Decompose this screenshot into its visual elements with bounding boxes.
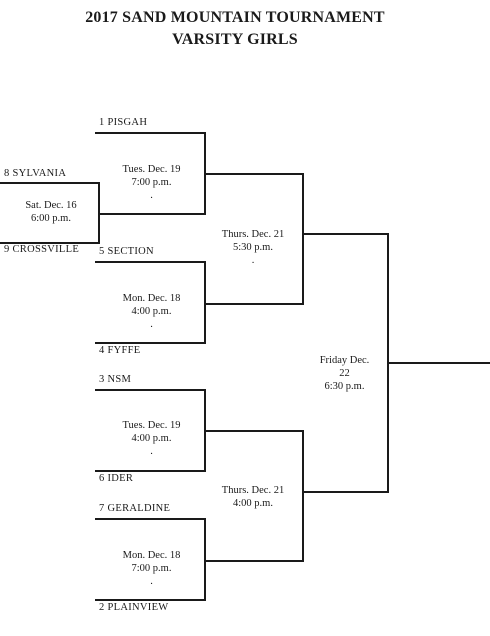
slot-line-section <box>95 261 205 263</box>
game-time: 4:00 p.m. <box>233 498 273 509</box>
game-note: . <box>150 190 153 201</box>
game-info-qf1: Tues. Dec. 19 7:00 p.m. . <box>99 163 204 202</box>
sf2-connector <box>302 430 304 562</box>
team-label-ider: 6 IDER <box>99 473 134 484</box>
play-in-connector <box>98 182 100 244</box>
sf1-connector <box>302 173 304 305</box>
slot-line-geraldine <box>95 518 205 520</box>
slot-line-nsm <box>95 389 205 391</box>
game-date: Sat. Dec. 16 <box>25 200 77 211</box>
game-info-qf3: Tues. Dec. 19 4:00 p.m. . <box>99 419 204 458</box>
team-label-pisgah: 1 PISGAH <box>99 117 148 128</box>
game-info-final: Friday Dec. 22 6:30 p.m. <box>302 354 387 393</box>
team-label-fyffe: 4 FYFFE <box>99 345 141 356</box>
slot-line-qf3-winner <box>204 430 303 432</box>
game-date: Tues. Dec. 19 <box>122 164 181 175</box>
game-date-line2: 22 <box>339 368 350 379</box>
slot-line-plainview <box>95 599 205 601</box>
slot-line-crossville <box>0 242 99 244</box>
tournament-title: 2017 SAND MOUNTAIN TOURNAMENT <box>85 9 385 26</box>
game-time: 5:30 p.m. <box>233 242 273 253</box>
game-time: 6:00 p.m. <box>31 213 71 224</box>
game-note: . <box>150 319 153 330</box>
slot-line-champion <box>387 362 490 364</box>
game-time: 6:30 p.m. <box>324 381 365 392</box>
game-info-sf1: Thurs. Dec. 21 5:30 p.m. . <box>204 228 302 267</box>
team-label-geraldine: 7 GERALDINE <box>99 503 171 514</box>
slot-line-fyffe <box>95 342 205 344</box>
game-time: 4:00 p.m. <box>131 306 172 317</box>
game-time: 4:00 p.m. <box>131 433 172 444</box>
team-label-sylvania: 8 SYLVANIA <box>4 168 67 179</box>
team-label-plainview: 2 PLAINVIEW <box>99 602 169 613</box>
game-note: . <box>251 255 255 266</box>
slot-line-qf2-winner <box>204 303 303 305</box>
qf4-connector <box>204 518 206 601</box>
game-date: Thurs. Dec. 21 <box>221 229 285 240</box>
division-subtitle: VARSITY GIRLS <box>172 31 298 48</box>
game-info-qf2: Mon. Dec. 18 4:00 p.m. . <box>99 292 204 331</box>
slot-line-sf1-winner <box>302 233 388 235</box>
game-info-play-in: Sat. Dec. 16 6:00 p.m. <box>4 199 98 225</box>
game-note: . <box>150 576 153 587</box>
game-info-qf4: Mon. Dec. 18 7:00 p.m. . <box>99 549 204 588</box>
game-date-line1: Friday Dec. <box>319 355 370 366</box>
game-date: Thurs. Dec. 21 <box>221 485 285 496</box>
game-date: Tues. Dec. 19 <box>122 420 181 431</box>
slot-line-pisgah <box>95 132 205 134</box>
slot-line-sf2-winner <box>302 491 388 493</box>
game-date: Mon. Dec. 18 <box>122 293 181 304</box>
team-label-section: 5 SECTION <box>99 246 154 257</box>
game-date: Mon. Dec. 18 <box>122 550 181 561</box>
slot-line-qf1-winner <box>204 173 303 175</box>
slot-line-play-in-winner <box>98 213 205 215</box>
game-note: . <box>150 446 153 457</box>
team-label-nsm: 3 NSM <box>99 374 132 385</box>
slot-line-qf4-winner <box>204 560 303 562</box>
game-time: 7:00 p.m. <box>131 563 172 574</box>
slot-line-sylvania <box>0 182 99 184</box>
game-time: 7:00 p.m. <box>131 177 172 188</box>
qf2-connector <box>204 261 206 344</box>
game-info-sf2: Thurs. Dec. 21 4:00 p.m. <box>204 484 302 510</box>
slot-line-ider <box>95 470 205 472</box>
team-label-crossville: 9 CROSSVILLE <box>4 244 80 255</box>
